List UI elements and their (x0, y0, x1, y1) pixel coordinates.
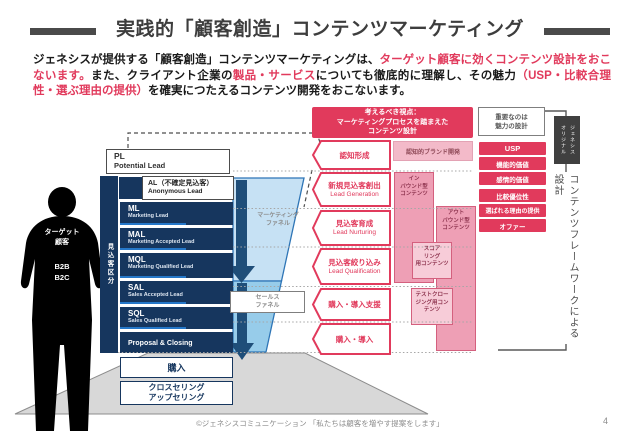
lead-row-sql: SQL Sales Qualified Lead (120, 307, 233, 329)
al-to-leadgen-dashed-connector (303, 169, 313, 208)
badge-offer: オファー (479, 219, 546, 232)
row-accent-line (120, 223, 186, 225)
footer-credit: ©ジェネシスコミュニケーション 「私たちは顧客を増やす提案をします」 (196, 419, 444, 428)
al-box: AL（不確定見込客） Anonymous Lead (142, 176, 234, 200)
lead-row-sal: SAL Sales Accepted Lead (120, 281, 233, 304)
attractiveness-note-box: 重要なのは 魅力の設計 (478, 107, 545, 136)
lead-row-name: Sales Qualified Lead (128, 318, 182, 324)
pl-box: PL Potential Lead (106, 149, 230, 174)
target-customer-silhouette (20, 187, 104, 431)
pl-code: PL (114, 151, 125, 161)
lead-classification-side-strip: 見込客区分 (100, 176, 118, 353)
lead-row-code: SQL (128, 309, 145, 318)
badge-comparative-advantage: 比較優位性 (479, 189, 546, 202)
step-en-label: Lead Nurturing (333, 229, 376, 236)
intro-seg-2: ターゲット顧客に効くコンテンツ設計をおこないます。 (33, 54, 612, 82)
closing-row: Proposal & Closing (120, 332, 233, 353)
step-jp-label: 認知形成 (339, 150, 370, 160)
al-code: AL（不確定見込客） (148, 180, 214, 187)
test-closing-content-box: テストクロー ジング用コン テンツ (411, 288, 453, 325)
row-accent-line (120, 248, 186, 250)
lead-row-code: MQL (128, 255, 146, 264)
step-awareness: 認知形成 (321, 141, 388, 169)
step-jp-label: 新規見込客創出 (328, 180, 381, 190)
step-jp-label: 購入・導入支援 (328, 300, 381, 309)
badge-emotional-value: 感情的価値 (479, 172, 546, 185)
pl-to-process-dashed-connector (127, 132, 322, 148)
intro-seg-7: を確実につたえるコンテンツ開発をおこないます。 (148, 85, 412, 97)
step-jp-label: 見込客絞り込み (328, 257, 381, 267)
step-lead-generation: 新規見込客創出 Lead Generation (321, 173, 388, 206)
step-lead-qualification: 見込客絞り込み Lead Qualification (321, 249, 388, 284)
step-jp-label: 購入・導入 (335, 334, 374, 344)
row-accent-line (120, 302, 186, 304)
intro-seg-1: ジェネシスが提供する「顧客創造」コンテンツマーケティングは、 (33, 54, 380, 66)
step-purchase-support: 購入・導入支援 (321, 289, 388, 320)
page-title: 実践的「顧客創造」コンテンツマーケティング (116, 19, 524, 40)
lead-row-mql: MQL Marketing Qualified Lead (120, 253, 233, 278)
target-segments-label: B2B B2C (54, 262, 70, 282)
process-header-box: 考えるべき視点： マーケティングプロセスを踏まえた コンテンツ設計 (312, 107, 473, 138)
scoring-content-box: スコア リング 用コンテンツ (412, 242, 452, 279)
purchase-box: 購入 (120, 357, 233, 378)
lead-row-name: Marketing Lead (128, 213, 169, 219)
side-strip-label: 見込客区分 (106, 243, 113, 286)
framework-vertical-label-text: コンテンツフレームワークによる設計 (552, 174, 578, 339)
step-purchase: 購入・導入 (321, 324, 388, 354)
lead-row-name: Marketing Qualified Lead (128, 264, 194, 270)
brand-content-box: 認知的ブランド開発 (393, 141, 473, 161)
page-number: 4 (602, 416, 608, 426)
framework-vertical-label: コンテンツフレームワークによる設計 (552, 174, 578, 346)
step-en-label: Lead Generation (330, 190, 379, 198)
marketing-funnel-label: マーケティング ファネル (257, 213, 299, 227)
cross-up-selling-box: クロスセリング アップセリング (120, 381, 233, 405)
original-tag-box: ジェネシス オリジナル (554, 116, 580, 164)
step-jp-label: 見込客育成 (335, 219, 374, 228)
intro-seg-4: 製品・サービス (232, 69, 316, 82)
row-accent-line (120, 327, 186, 329)
lead-row-name: Sales Accepted Lead (128, 292, 183, 298)
intro-seg-3: また、クライアント企業の (91, 69, 233, 82)
lead-row-code: MAL (128, 230, 146, 239)
closing-label: Proposal & Closing (128, 340, 193, 347)
lead-row-name: Marketing Accepted Lead (128, 239, 195, 245)
original-tag-label: ジェネシス オリジナル (560, 125, 575, 155)
intro-paragraph: ジェネシスが提供する「顧客創造」コンテンツマーケティングは、ターゲット顧客に効く… (33, 53, 611, 100)
step-en-label: Lead Qualification (328, 267, 381, 275)
intro-seg-6: （USP・比較合理性・選ぶ理由の提供） (33, 69, 611, 98)
badge-functional-value: 機能的価値 (479, 157, 546, 170)
badge-usp: USP (479, 142, 546, 155)
intro-seg-5: についても徹底的に理解し、その魅力 (315, 69, 517, 82)
lead-row-ml: ML Marketing Lead (120, 202, 233, 225)
target-customer-label: ターゲット 顧客 (44, 229, 80, 246)
al-name: Anonymous Lead (148, 188, 203, 195)
sales-funnel-label-box: セールス ファネル (230, 291, 305, 313)
title-left-bar (30, 28, 96, 35)
funnel-down-arrow (228, 180, 255, 360)
row-accent-line (120, 276, 186, 278)
lead-row-mal: MAL Marketing Accepted Lead (120, 228, 233, 250)
step-lead-nurturing: 見込客育成 Lead Nurturing (321, 211, 388, 245)
badge-reason-to-choose: 選ばれる理由の提供 (479, 204, 546, 217)
framework-bracket (498, 110, 567, 351)
title-right-bar (544, 28, 610, 35)
lead-row-code: ML (128, 204, 140, 213)
lead-row-code: SAL (128, 283, 144, 292)
pl-name: Potential Lead (114, 161, 166, 170)
